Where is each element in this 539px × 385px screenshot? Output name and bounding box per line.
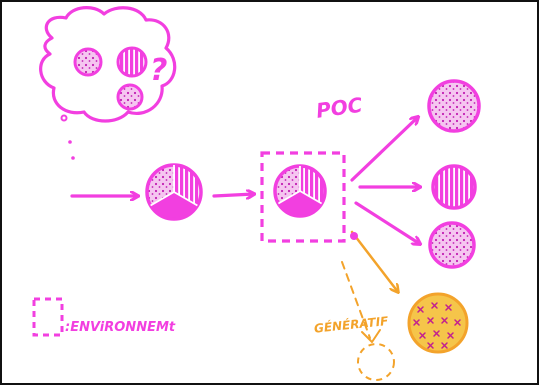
thought-bubble-icon: ? xyxy=(39,6,177,160)
dotted-circle-icon xyxy=(428,221,476,269)
pie-circle-icon xyxy=(145,163,203,221)
environment-legend-label: :ENViRONNEMt xyxy=(65,320,176,335)
dotted-circle-icon xyxy=(116,83,144,111)
dashed-square-icon xyxy=(260,151,346,243)
question-mark: ? xyxy=(150,53,167,88)
dashed-line-icon xyxy=(341,261,371,339)
striped-circle-icon xyxy=(431,164,477,210)
arrowhead-icon xyxy=(361,329,381,343)
cross-hatched-circle-icon xyxy=(407,292,469,354)
thought-dot-icon xyxy=(71,156,75,160)
thought-dot-icon xyxy=(68,140,72,144)
arrow-icon xyxy=(212,194,254,196)
arrow-icon xyxy=(350,230,398,292)
legend-dashed-square-icon xyxy=(32,297,64,337)
dot-icon xyxy=(350,232,358,240)
dotted-circle-icon xyxy=(427,79,481,133)
arrow-icon xyxy=(350,117,418,182)
thought-dot-icon xyxy=(60,114,68,122)
pie-circle-icon xyxy=(273,164,327,218)
striped-circle-icon xyxy=(116,46,148,78)
dotted-circle-icon xyxy=(73,47,103,77)
arrow-icon xyxy=(354,201,420,244)
dashed-circle-icon xyxy=(357,343,395,381)
